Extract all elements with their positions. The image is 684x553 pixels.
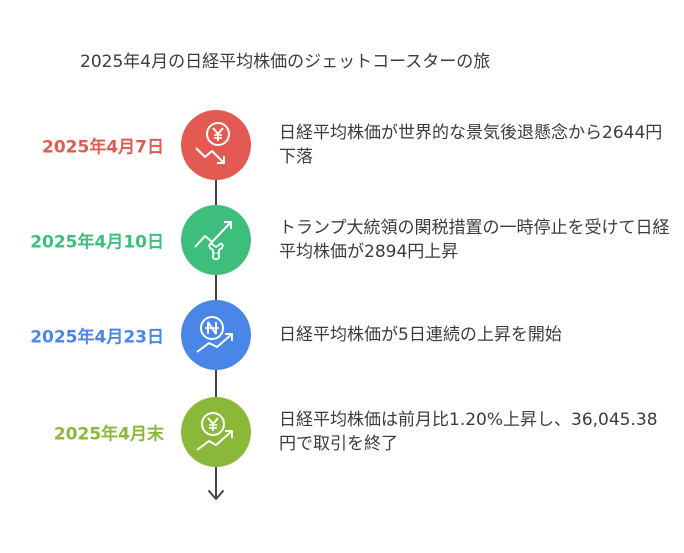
yen-up-trend-icon [196,412,233,451]
event-icon-circle [181,300,251,370]
event-date: 2025年4月23日 [30,327,164,348]
timeline-event-2: 2025年4月10日 トランプ大統領の関税措置の一時停止を受けて日経平均株価が2… [0,205,684,275]
timeline-arrow-icon [208,490,224,500]
event-date: 2025年4月10日 [30,232,164,253]
event-icon-circle [181,397,251,467]
event-date: 2025年4月末 [53,424,164,445]
event-icon-circle [181,110,251,180]
event-description: 日経平均株価が5日連続の上昇を開始 [279,325,562,345]
bull-up-trend-icon [194,221,232,261]
timeline-event-3: 2025年4月23日 日経平均株価が5日連続の上昇を開始 [0,300,684,370]
event-date: 2025年4月7日 [42,137,164,158]
currency-up-trend-icon [196,316,233,353]
diagram-title: 2025年4月の日経平均株価のジェットコースターの旅 [80,52,491,72]
timeline-event-4: 2025年4月末 日経平均株価は前月比1.20%上昇し、36,045.38円で取… [0,397,684,467]
event-icon-circle [181,205,251,275]
yen-down-trend-icon [195,122,230,164]
timeline-event-1: 2025年4月7日 日経平均株価が世界的な景気後退懸念から2644円下落 [0,110,684,180]
event-description: 日経平均株価は前月比1.20%上昇し、36,045.38円で取引を終了 [279,410,658,454]
event-description: 日経平均株価が世界的な景気後退懸念から2644円下落 [279,123,663,167]
event-description: トランプ大統領の関税措置の一時停止を受けて日経平均株価が2894円上昇 [279,218,670,262]
